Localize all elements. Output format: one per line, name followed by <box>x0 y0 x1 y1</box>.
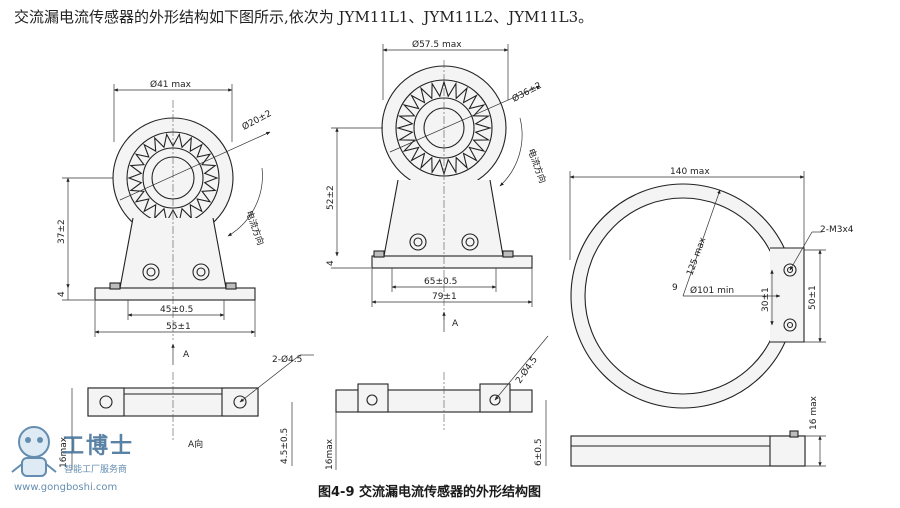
intro-text: 交流漏电流传感器的外形结构如下图所示,依次为 JYM11L1、JYM11L2、J… <box>14 8 594 26</box>
sensor1-dia-max: Ø41 max <box>150 79 192 90</box>
sensor3-tab-h: 50±1 <box>808 285 818 310</box>
winding-teeth <box>396 80 492 176</box>
sensor2-outer-w: 79±1 <box>432 292 457 302</box>
sensor2-base-h: 4 <box>326 260 336 266</box>
sensor-3-front-view: 140 max 125 max 9 Ø101 min 2-M3x4 30±1 5… <box>569 167 854 409</box>
sensor1-height: 37±2 <box>57 219 67 244</box>
sensor1-side-h2: 4.5±0.5 <box>280 428 290 464</box>
sensor1-outer-w: 55±1 <box>166 322 191 332</box>
sensor1-base-h: 4 <box>57 291 67 297</box>
sensor3-holes: 2-M3x4 <box>820 225 854 235</box>
watermark-sub: 智能工厂服务商 <box>64 465 128 475</box>
sensor2-side-h2: 6±0.5 <box>534 438 544 466</box>
sensor1-view-label: A向 <box>188 438 203 450</box>
sensor2-holes: 2-Ø4.5 <box>513 355 539 386</box>
figure-caption: 图4-9 交流漏电流传感器的外形结构图 <box>318 485 542 500</box>
watermark-name: 工博士 <box>62 434 135 459</box>
sensor-3-side-view: 16 max <box>570 395 826 467</box>
watermark: 工博士 智能工厂服务商 www.gongboshi.com <box>6 418 146 498</box>
sensor3-mark-9: 9 <box>672 283 678 293</box>
sensor1-current-dir: 电流方向 <box>243 209 267 247</box>
sensor1-inner-w: 45±0.5 <box>160 305 193 315</box>
sensor-2-front-view: Ø57.5 max Ø36±2 电流方向 52±2 4 65±0.5 79±1 <box>326 39 549 332</box>
sensor2-height: 52±2 <box>326 185 336 210</box>
sensor2-current-dir: 电流方向 <box>525 147 549 185</box>
sensor1-holes: 2-Ø4.5 <box>272 354 302 365</box>
sensor2-view-a: A <box>452 319 459 329</box>
sensor-1-side-view: 2-Ø4.5 A向 16max 4.5±0.5 <box>59 354 314 470</box>
sensor3-side-h: 16 max <box>809 395 819 430</box>
winding-teeth <box>127 132 219 224</box>
sensor2-dia-max: Ø57.5 max <box>412 39 462 50</box>
sensor-1-front-view: Ø41 max Ø20±2 电流方向 37±2 4 45± <box>57 79 273 365</box>
sensor-2-side-view: 2-Ø4.5 16max 6±0.5 <box>325 335 549 470</box>
sensor3-pitch: 30±1 <box>761 287 771 312</box>
sensor1-side-h: 16max <box>59 436 69 468</box>
sensor2-side-h: 16max <box>325 438 335 470</box>
robot-mascot-icon <box>11 426 57 477</box>
watermark-url: www.gongboshi.com <box>14 482 118 493</box>
sensor1-view-a: A <box>183 350 190 360</box>
sensor2-inner-w: 65±0.5 <box>424 277 457 287</box>
sensor1-hole-dia: Ø20±2 <box>240 108 273 133</box>
sensor2-hole-dia: Ø36±2 <box>510 80 543 105</box>
sensor3-width: 140 max <box>670 167 710 177</box>
sensor3-r-inner: Ø101 min <box>690 285 734 296</box>
